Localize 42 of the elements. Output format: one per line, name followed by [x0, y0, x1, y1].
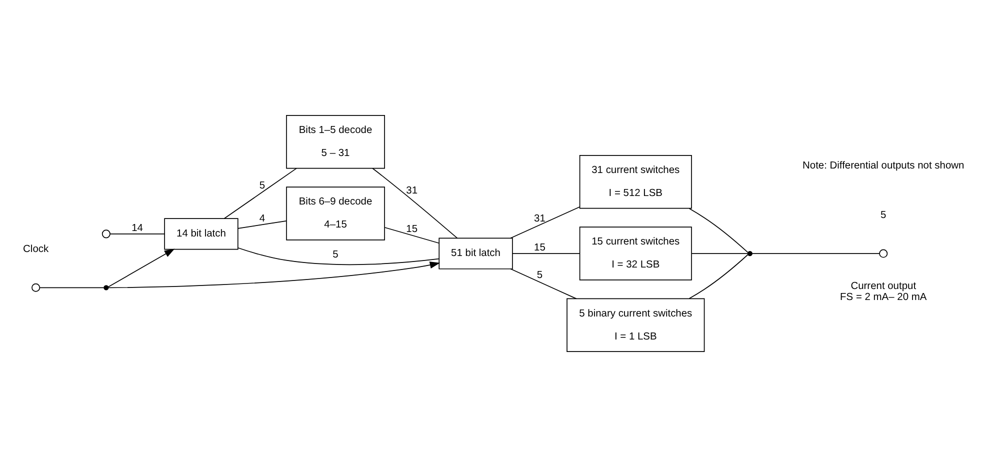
- connector: [384, 226, 440, 244]
- arrow: [108, 261, 440, 288]
- edge-label: 15: [406, 223, 418, 234]
- connector: [510, 268, 577, 299]
- connector: [238, 220, 287, 228]
- connector: [40, 286, 104, 288]
- connector: [752, 252, 880, 254]
- node-dot: [104, 284, 109, 290]
- node-box: 15 current switches I = 32 LSB: [579, 226, 692, 280]
- edge-label: 31: [534, 213, 546, 224]
- edge-label: 31: [406, 185, 418, 196]
- node-box: 51 bit latch: [438, 237, 513, 269]
- node-circle: [32, 282, 40, 292]
- connector: [372, 167, 458, 238]
- connector: [691, 252, 748, 254]
- edge-label: 14: [132, 222, 143, 234]
- connector: [688, 254, 748, 298]
- label: 5: [880, 209, 886, 220]
- node-label: Current output: [850, 280, 916, 292]
- node-box: Bits 1–5 decode 5 – 31: [286, 114, 385, 168]
- edge-label: 15: [534, 242, 546, 254]
- edge-label: 4: [259, 213, 266, 224]
- node-box: 14 bit latch: [164, 218, 238, 250]
- connector: [238, 246, 440, 265]
- node-circle: [102, 229, 110, 238]
- node-dot: [747, 250, 752, 256]
- arrow: [108, 248, 175, 287]
- connector: [224, 167, 297, 218]
- node-label: Clock: [23, 243, 49, 254]
- edge-label: 5: [332, 248, 338, 260]
- connector: [110, 233, 165, 234]
- edge-label: 5: [259, 180, 266, 191]
- node-circle: [879, 248, 888, 258]
- node-box: 31 current switches I = 512 LSB: [579, 154, 692, 208]
- node-box: 5 binary current switches I = 1 LSB: [566, 298, 705, 352]
- connector: [510, 206, 580, 238]
- edge-label: 5: [536, 269, 543, 280]
- node-box: Bits 6–9 decode 4–15: [286, 186, 385, 240]
- label: Note: Differential outputs not shown: [802, 160, 964, 171]
- node-label: FS = 2 mA– 20 mA: [840, 292, 927, 303]
- connector: [688, 208, 748, 252]
- connector: [512, 252, 580, 254]
